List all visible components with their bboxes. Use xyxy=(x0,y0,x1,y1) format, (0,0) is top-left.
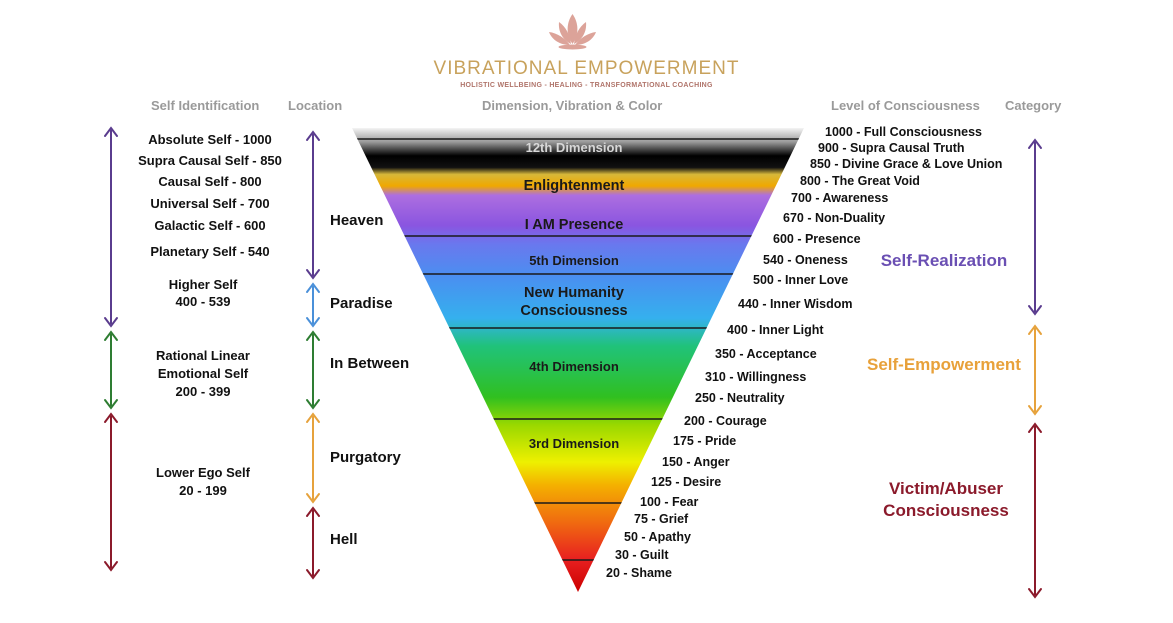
category-victim-line1: Victim/Abuser xyxy=(888,479,1003,498)
self-item: Universal Self - 700 xyxy=(150,196,270,211)
lower-ego-self-range: 20 - 199 xyxy=(179,483,227,498)
level-item: 200 - Courage xyxy=(684,414,767,428)
level-item: 310 - Willingness xyxy=(705,370,807,384)
level-item: 540 - Oneness xyxy=(763,253,848,267)
band-3rd-dimension: 3rd Dimension xyxy=(528,436,620,451)
triangle-body xyxy=(352,128,804,592)
location-arrow-paradise xyxy=(306,282,320,328)
level-item: 500 - Inner Love xyxy=(753,273,849,287)
level-item: 350 - Acceptance xyxy=(715,347,817,361)
level-item: 30 - Guilt xyxy=(615,548,669,562)
location-purgatory: Purgatory xyxy=(330,449,401,466)
category-self-realization: Self-Realization xyxy=(880,251,1008,270)
self-arrow-lower xyxy=(104,412,118,572)
self-arrow-rational xyxy=(104,330,118,410)
location-heaven: Heaven xyxy=(330,212,384,229)
higher-self-range: 400 - 539 xyxy=(175,294,231,309)
self-arrow-higher xyxy=(104,126,118,328)
level-item: 900 - Supra Causal Truth xyxy=(818,141,965,155)
rational-self-line1: Rational Linear xyxy=(156,348,250,363)
self-item: Supra Causal Self - 850 xyxy=(138,153,282,168)
header-level: Level of Consciousness xyxy=(831,98,980,113)
level-item: 100 - Fear xyxy=(640,495,699,509)
level-item: 175 - Pride xyxy=(673,434,737,448)
header-category: Category xyxy=(1005,98,1062,113)
lotus-icon xyxy=(549,14,596,50)
level-item: 250 - Neutrality xyxy=(695,391,785,405)
header-self-identification: Self Identification xyxy=(151,98,260,113)
category-victim-line2: Consciousness xyxy=(883,501,1009,520)
level-item: 125 - Desire xyxy=(651,475,722,489)
location-arrow-in-between xyxy=(306,330,320,410)
location-paradise: Paradise xyxy=(330,295,393,312)
level-item: 1000 - Full Consciousness xyxy=(825,125,982,139)
higher-self-name: Higher Self xyxy=(168,277,238,292)
header-location: Location xyxy=(288,98,343,113)
band-4th-dimension: 4th Dimension xyxy=(529,359,619,374)
level-item: 20 - Shame xyxy=(606,566,673,580)
category-arrow-self-empowerment xyxy=(1028,324,1042,416)
location-hell: Hell xyxy=(330,531,358,548)
level-item: 440 - Inner Wisdom xyxy=(738,297,853,311)
self-item: Galactic Self - 600 xyxy=(154,218,266,233)
band-new-humanity-line2: Consciousness xyxy=(520,303,628,319)
location-in-between: In Between xyxy=(330,355,410,372)
brand-subtitle: HOLISTIC WELLBEING - HEALING - TRANSFORM… xyxy=(460,82,713,89)
level-item: 800 - The Great Void xyxy=(800,174,920,188)
level-item: 600 - Presence xyxy=(773,232,861,246)
location-arrow-heaven xyxy=(306,130,320,280)
rational-self-line2: Emotional Self xyxy=(157,366,249,381)
band-5th-dimension: 5th Dimension xyxy=(529,253,619,268)
level-item: 670 - Non-Duality xyxy=(783,211,886,225)
level-item: 700 - Awareness xyxy=(791,191,889,205)
location-arrow-purgatory xyxy=(306,412,320,504)
band-enlightenment: Enlightenment xyxy=(523,178,625,194)
category-self-empowerment: Self-Empowerment xyxy=(867,355,1021,374)
level-item: 50 - Apathy xyxy=(624,530,691,544)
self-item: Absolute Self - 1000 xyxy=(148,132,272,147)
level-item: 400 - Inner Light xyxy=(727,323,824,337)
self-item: Planetary Self - 540 xyxy=(150,244,270,259)
level-item: 850 - Divine Grace & Love Union xyxy=(810,157,1003,171)
location-arrow-hell xyxy=(306,506,320,580)
category-arrow-self-realization xyxy=(1028,138,1042,316)
level-item: 75 - Grief xyxy=(634,512,689,526)
category-arrow-victim xyxy=(1028,422,1042,599)
band-12th-dimension: 12th Dimension xyxy=(525,140,623,155)
band-new-humanity-line1: New Humanity xyxy=(524,285,624,301)
brand-title: VIBRATIONAL EMPOWERMENT xyxy=(433,58,740,79)
rational-self-range: 200 - 399 xyxy=(175,384,231,399)
band-i-am-presence: I AM Presence xyxy=(524,217,624,233)
lower-ego-self-name: Lower Ego Self xyxy=(156,465,250,480)
header-dimension: Dimension, Vibration & Color xyxy=(482,98,663,113)
self-item: Causal Self - 800 xyxy=(158,174,262,189)
level-item: 150 - Anger xyxy=(662,455,730,469)
